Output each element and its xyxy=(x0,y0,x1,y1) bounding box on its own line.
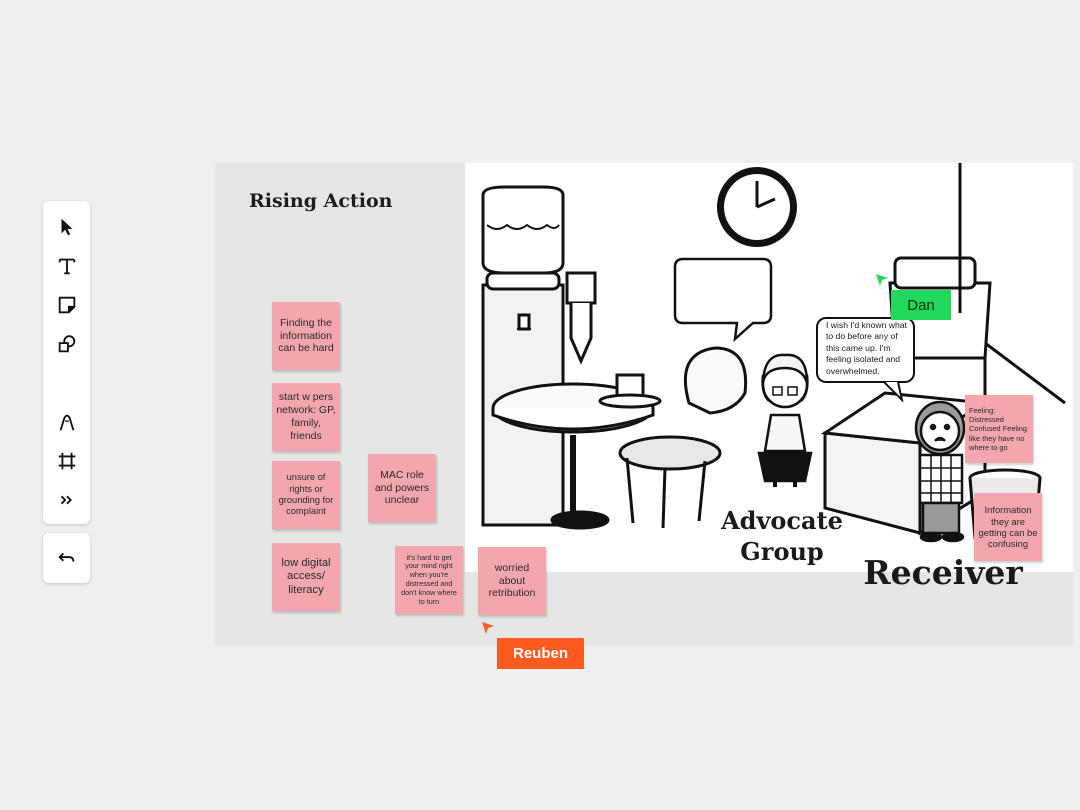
sticky-note[interactable]: Finding the information can be hard xyxy=(272,302,340,370)
dan-cursor-icon xyxy=(876,274,888,286)
shapes-icon xyxy=(58,334,75,352)
speech-bubble-tail xyxy=(883,381,904,402)
sticky-note[interactable]: Feeling: Distressed Confused Feeling lik… xyxy=(965,395,1033,463)
dan-cursor-label: Dan xyxy=(891,290,951,320)
undo-icon xyxy=(57,552,74,562)
reuben-cursor-icon xyxy=(482,622,494,634)
sticky-note-tool[interactable] xyxy=(51,289,82,320)
frame-tool[interactable] xyxy=(51,445,82,476)
sticky-note[interactable]: Information they are getting can be conf… xyxy=(974,493,1042,561)
left-toolbar xyxy=(43,201,90,524)
speech-bubble-text: I wish I'd known what to do before any o… xyxy=(826,320,907,376)
undo-button[interactable] xyxy=(51,542,82,573)
receiver-label: Receiver xyxy=(863,553,1023,592)
receiver-speech-bubble xyxy=(816,317,915,383)
frame-icon xyxy=(58,452,75,469)
advocate-person xyxy=(757,353,813,487)
cafe-table xyxy=(491,373,662,530)
rising-action-frame[interactable]: Rising Action xyxy=(215,163,1073,646)
undo-panel xyxy=(43,533,90,583)
cursor-arrow-icon xyxy=(61,218,72,235)
pen-icon xyxy=(59,414,74,431)
text-icon xyxy=(58,258,75,274)
text-tool[interactable] xyxy=(51,250,82,281)
advocate-group-label: Advocate Group xyxy=(721,506,843,567)
wall-clock xyxy=(717,167,797,247)
sticky-note[interactable]: it's hard to get your mind right when yo… xyxy=(395,546,463,614)
sticky-note[interactable]: MAC role and powers unclear xyxy=(368,454,436,522)
receiver-person xyxy=(914,400,966,543)
scene-drawing xyxy=(481,163,1066,543)
frame-title: Rising Action xyxy=(249,190,393,212)
select-tool[interactable] xyxy=(51,211,82,242)
sticky-note[interactable]: start w pers network: GP, family, friend… xyxy=(272,383,340,451)
sticky-note[interactable]: low digital access/ literacy xyxy=(272,543,340,611)
chair xyxy=(618,346,748,529)
double-chevron-right-icon xyxy=(60,495,72,504)
sticky-note[interactable]: unsure of rights or grounding for compla… xyxy=(272,461,340,529)
more-tools-button[interactable] xyxy=(51,484,82,515)
sticky-note-icon xyxy=(58,296,75,313)
pen-tool[interactable] xyxy=(51,406,82,437)
office-scene-illustration[interactable] xyxy=(465,163,1073,572)
water-cooler xyxy=(481,185,597,527)
sticky-note[interactable]: worried about retribution xyxy=(478,547,546,615)
empty-speech-bubble xyxy=(673,257,773,343)
shapes-tool[interactable] xyxy=(51,328,82,359)
reuben-cursor-label: Reuben xyxy=(497,638,584,669)
